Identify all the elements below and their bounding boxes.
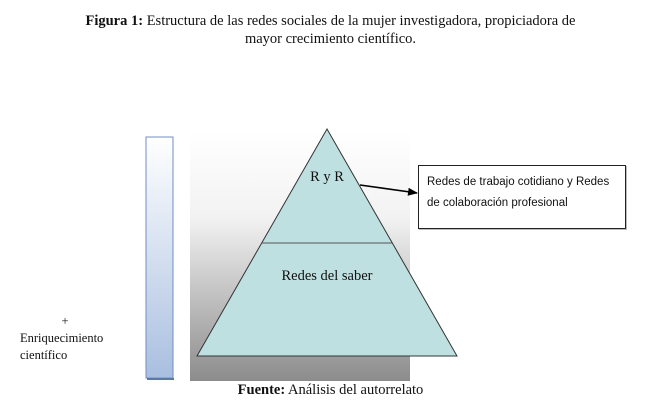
pyramid-top-label: R y R [310, 169, 344, 185]
plus-sign: + [61, 314, 69, 328]
pyramid-bottom-label: Redes del saber [282, 268, 373, 284]
source-text: Análisis del autorrelato [285, 382, 424, 398]
figure-caption: Figura 1: Estructura de las redes social… [0, 12, 661, 48]
source-label: Fuente: [237, 382, 286, 398]
side-annotation: + Enriquecimiento científico [10, 313, 120, 364]
caption-line-1: Figura 1: Estructura de las redes social… [0, 12, 661, 30]
figure-source: Fuente: Análisis del autorrelato [0, 382, 661, 399]
enrichment-label: Enriquecimiento científico [20, 331, 104, 362]
callout-arrow [359, 184, 418, 196]
growth-bar [145, 136, 174, 379]
caption-text-2: mayor crecimiento científico. [244, 31, 417, 47]
caption-text-1: Estructura de las redes sociales de la m… [143, 13, 576, 29]
caption-label: Figura 1: [85, 13, 144, 29]
callout-box: Redes de trabajo cotidiano y Redes de co… [418, 165, 626, 229]
